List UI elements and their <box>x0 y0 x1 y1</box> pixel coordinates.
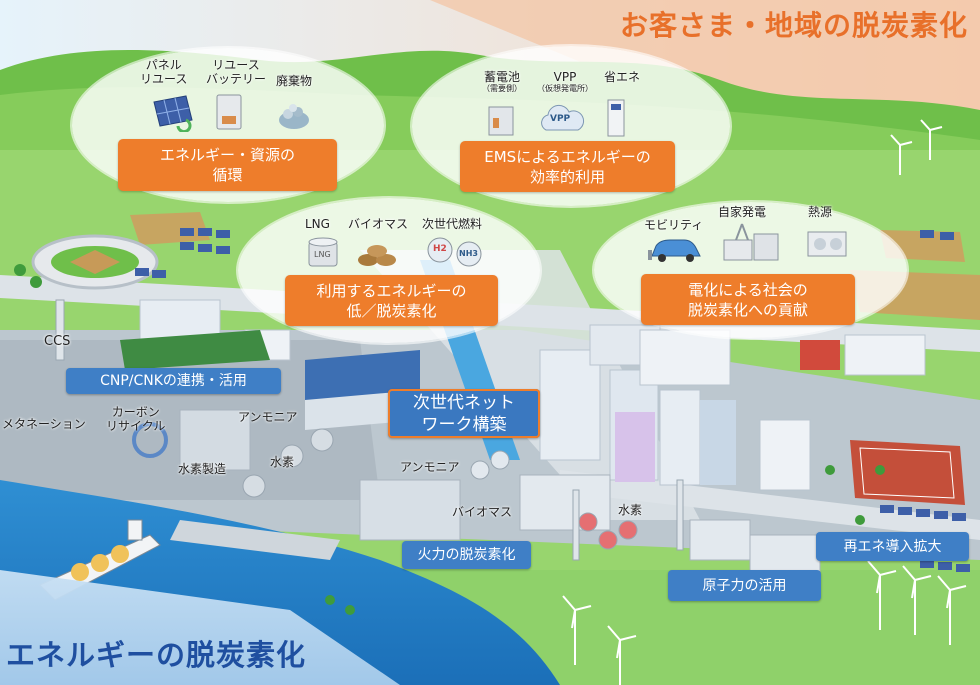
label-reuse-battery-text: リユース バッテリー <box>206 58 267 86</box>
vpp-icon: VPP <box>538 104 588 134</box>
battery-icon <box>216 94 242 130</box>
label-heat-source: 熱源 <box>808 205 833 219</box>
label-private-power: 自家発電 <box>718 205 767 219</box>
label-biomass: バイオマス <box>348 217 409 231</box>
heat-source-icon <box>807 231 847 257</box>
hydrogen-tank-icon: H2 <box>426 236 454 264</box>
label-storage-battery: 蓄電池 （需要側） <box>482 70 522 94</box>
tennis-court <box>850 440 965 505</box>
storage-battery-icon <box>488 106 514 136</box>
label-next-gen-fuel: 次世代燃料 <box>422 217 483 231</box>
vpp-tag: VPP <box>550 114 571 124</box>
box-thermal-decarbonization: 火力の脱炭素化 <box>402 541 531 569</box>
label-ammonia-2: アンモニア <box>400 460 460 474</box>
biomass-logs-icon <box>358 245 396 266</box>
label-storage-battery-text: 蓄電池 <box>483 70 520 84</box>
box-network-line2: ワーク構築 <box>421 414 507 435</box>
box-next-gen-network: 次世代ネット ワーク構築 <box>388 389 540 438</box>
label-vpp-text: VPP <box>553 70 577 84</box>
label-ammonia-1: アンモニア <box>238 410 298 424</box>
label-demand-side: （需要側） <box>482 84 522 93</box>
private-power-plant-icon <box>723 223 779 261</box>
label-vpp: VPP （仮想発電所） <box>537 70 593 94</box>
label-panel-reuse-text: パネル リユース <box>140 58 188 86</box>
ammonia-tank-icon: NH3 <box>454 240 484 268</box>
label-carbon-recycle: カーボン リサイクル <box>106 405 165 433</box>
box-circulation-line2: 循環 <box>212 166 243 184</box>
label-reuse-battery: リユース バッテリー <box>206 58 266 86</box>
waste-icon <box>279 104 309 129</box>
box-cnp-cnk-collaboration: CNP/CNKの連携・活用 <box>66 368 281 394</box>
h2-tag: H2 <box>433 244 447 254</box>
box-low-decarbonized-energy: 利用するエネルギーの 低／脱炭素化 <box>285 275 498 326</box>
box-low-carbon-line2: 低／脱炭素化 <box>346 301 437 320</box>
title-customer-decarbonization: お客さま・地域の脱炭素化 <box>619 9 968 42</box>
box-electrification-line2: 脱炭素化への貢献 <box>687 300 808 319</box>
box-energy-resource-circulation: エネルギー・資源の 循環 <box>118 139 337 191</box>
label-methanation: メタネーション <box>2 417 86 431</box>
label-hydrogen-production: 水素製造 <box>178 462 227 476</box>
label-virtual-power-plant: （仮想発電所） <box>537 84 593 93</box>
box-circulation-line1: エネルギー・資源の <box>159 146 295 164</box>
box-electrification-contribution: 電化による社会の 脱炭素化への貢献 <box>641 274 855 325</box>
label-hydrogen-1: 水素 <box>270 455 295 469</box>
bottom-band <box>0 570 400 685</box>
storage-tanks <box>242 428 638 550</box>
box-nuclear-utilization: 原子力の活用 <box>668 570 821 601</box>
label-biomass-2: バイオマス <box>452 505 513 519</box>
ev-car-icon <box>648 239 701 262</box>
solar-farms <box>135 228 970 572</box>
nh3-tag: NH3 <box>459 249 478 258</box>
label-carbon-recycle-line2: リサイクル <box>106 419 166 433</box>
box-network-line1: 次世代ネット <box>413 392 515 413</box>
lng-tank-icon: LNG <box>306 236 340 268</box>
box-ems-efficient-use: EMSによるエネルギーの 効率的利用 <box>460 141 675 192</box>
label-ccs: CCS <box>44 334 71 349</box>
carbon-recycle-ring <box>132 422 168 458</box>
label-carbon-recycle-line1: カーボン <box>111 405 160 419</box>
wind-turbines <box>562 119 967 685</box>
box-electrification-line1: 電化による社会の <box>688 280 808 299</box>
box-low-carbon-line1: 利用するエネルギーの <box>316 281 467 300</box>
box-ems-line2: 効率的利用 <box>529 167 605 186</box>
lng-tag: LNG <box>314 250 331 259</box>
trees <box>14 264 885 615</box>
label-waste: 廃棄物 <box>276 74 313 88</box>
label-hydrogen-2: 水素 <box>618 503 643 517</box>
label-panel-reuse: パネル リユース <box>140 58 187 86</box>
box-ems-line1: EMSによるエネルギーの <box>484 147 651 166</box>
box-renewable-expansion: 再エネ導入拡大 <box>816 532 969 561</box>
label-energy-saving: 省エネ <box>604 70 641 84</box>
label-lng: LNG <box>305 217 330 231</box>
title-energy-decarbonization: エネルギーの脱炭素化 <box>6 638 307 672</box>
energy-saving-icon <box>607 99 625 137</box>
city-buildings <box>139 299 926 491</box>
ccs-tower <box>55 299 65 361</box>
top-diagonal-band <box>430 0 980 130</box>
solar-panel-icon <box>153 95 193 132</box>
label-mobility: モビリティ <box>644 218 704 232</box>
